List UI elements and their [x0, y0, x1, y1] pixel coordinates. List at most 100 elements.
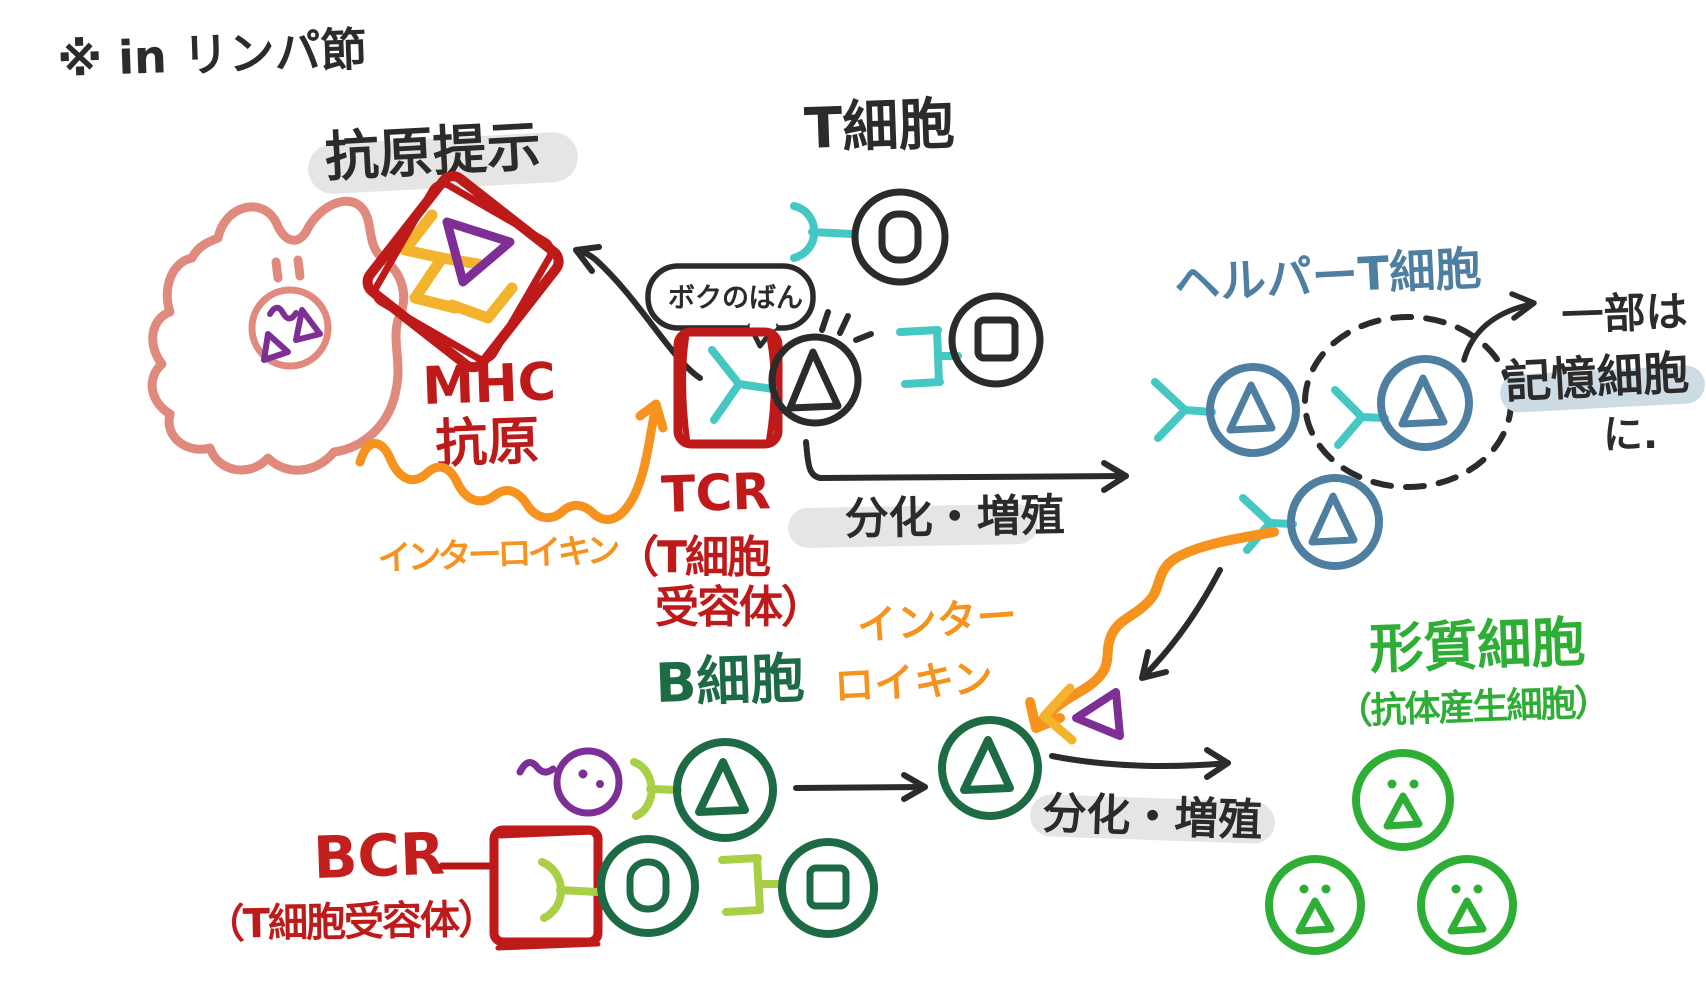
highlight-band: [308, 132, 578, 194]
macrophage-body: [147, 196, 409, 475]
arrow-helper-to-bcell: [1139, 567, 1223, 681]
wave-shaft: [355, 401, 661, 525]
antigen-triangle-symbol: [695, 758, 749, 816]
highlight-band: [1030, 794, 1275, 844]
antigen-presentation-text: 抗原提示: [323, 115, 542, 189]
plasma-cell-2: [1265, 855, 1365, 955]
bcr-box-sketch-bottom: [495, 941, 601, 951]
highlight-band: [788, 504, 1038, 548]
mhc-groove-yellow-3: [446, 282, 518, 324]
b-cell-label: B細胞: [654, 647, 805, 715]
arrow-shaft: [1049, 753, 1231, 769]
mhc-label-line1: MHC: [421, 352, 556, 417]
receptor-bracket-icon: [718, 854, 764, 916]
wave-arrow-head: [635, 399, 668, 433]
plasma-cell-1: [1352, 749, 1454, 851]
helper-t-cell-1: [1151, 363, 1300, 457]
face-dot-left: [1451, 884, 1461, 894]
bcr-label: BCR: [312, 819, 446, 892]
b-cell-square: [718, 838, 878, 938]
arrow-head: [1139, 649, 1169, 681]
antigen-square-symbol: [806, 864, 850, 910]
antigen-triangle-symbol: [786, 348, 842, 412]
face-dot-right: [1409, 779, 1419, 789]
face-dot-left: [1387, 779, 1397, 789]
antigen-presentation-label: 抗原提示: [308, 115, 578, 194]
antigen-triangle-symbol: [1383, 792, 1423, 830]
cell-membrane: [938, 716, 1042, 820]
arrow-shaft: [803, 439, 1129, 481]
pathogen-dot-1: [578, 769, 588, 779]
differentiation-b-label: 分化・増殖: [1042, 788, 1264, 847]
receptor-bracket-icon: [896, 326, 944, 388]
interleukin-wave-left: [355, 399, 668, 525]
cell-membrane: [1265, 855, 1365, 955]
antigen-triangle-symbol: [960, 736, 1014, 794]
arrow-head: [1204, 747, 1231, 780]
tcr-receptor-stem: [735, 380, 777, 393]
antigen-fragment-triangle-1: [293, 307, 323, 343]
memory-note-line2: 記憶細胞: [1504, 345, 1691, 409]
naive-t-cell-round: [790, 188, 949, 286]
pathogen-body: [553, 747, 623, 817]
tcr-receptor-fork-icon: [708, 346, 743, 424]
cell-membrane: [1352, 749, 1454, 851]
cell-membrane: [1377, 355, 1473, 451]
activated-b-cell: [938, 683, 1124, 820]
highlight-band-blue: [1500, 365, 1705, 413]
memory-dashed-circle: [1302, 314, 1514, 490]
arrow-shaft: [1141, 567, 1223, 679]
arrow-head: [573, 244, 602, 274]
arrow-to-memory-note: [1461, 291, 1537, 363]
antigen-presenting-cell: [147, 196, 409, 475]
antigen-triangle-symbol: [1398, 374, 1448, 428]
helper-t-label: ヘルパーT細胞: [1173, 241, 1483, 311]
cell-membrane: [1417, 855, 1517, 955]
interleukin-wave-right: [1025, 527, 1279, 733]
helper-t-cell-2-memory-candidate: [1302, 314, 1514, 490]
interleukin-right-line1: インター: [855, 593, 1018, 650]
cell-membrane: [948, 292, 1044, 388]
differentiation-t-label: 分化・増殖: [844, 490, 1065, 545]
receptor-fork-icon: [1331, 386, 1366, 449]
tcr-label-line3: 受容体）: [655, 582, 823, 633]
mhc-antigen-triangle: [442, 217, 515, 287]
memory-note-line1: 一部は: [1561, 287, 1689, 340]
plasma-cell-3: [1417, 855, 1517, 955]
macrophage-eye-left: [271, 257, 283, 283]
arrow-shaft: [1461, 301, 1535, 363]
cell-membrane: [851, 188, 949, 286]
tcr-cell: [673, 309, 874, 449]
cell-membrane: [673, 738, 777, 842]
tcr-label-line2: （T細胞: [615, 532, 771, 583]
antigen-fragment-triangle-2: [261, 331, 291, 363]
interleukin-left-label: インターロイキン: [377, 531, 619, 579]
mhc-box-stroke-2: [371, 180, 555, 363]
macrophage-eye-right: [293, 255, 305, 281]
arrow-head: [901, 772, 928, 802]
helper-t-cell-3: [1239, 474, 1383, 570]
face-dot-left: [1299, 884, 1309, 894]
antigen-triangle-symbol: [1447, 897, 1487, 935]
antigen-triangle-symbol: [1295, 897, 1335, 935]
memory-note-line3: に.: [1603, 412, 1658, 458]
bcr-box-cell: [489, 825, 699, 951]
antigen-o-symbol: [878, 210, 922, 264]
emphasis-marks: [819, 309, 874, 343]
arrow-shaft: [793, 784, 928, 791]
face-dot-right: [1321, 884, 1331, 894]
phagosome-circle: [248, 286, 332, 370]
antigen-triangle-symbol: [1308, 492, 1358, 546]
antigen-square-symbol: [974, 316, 1019, 362]
arrow-head: [1509, 291, 1537, 321]
wave-shaft: [1033, 527, 1279, 731]
face-dot-right: [1473, 884, 1483, 894]
bcr-receptor-stem: [556, 886, 602, 896]
tcr-box: [673, 327, 783, 449]
mhc-complex: [362, 171, 564, 373]
note-title: ※ in リンパ節: [56, 22, 367, 87]
bcr-sublabel: （T細胞受容体）: [204, 897, 496, 948]
arrow-differentiation-b: [1049, 747, 1231, 780]
bound-antigen-triangle-purple: [1072, 688, 1124, 740]
